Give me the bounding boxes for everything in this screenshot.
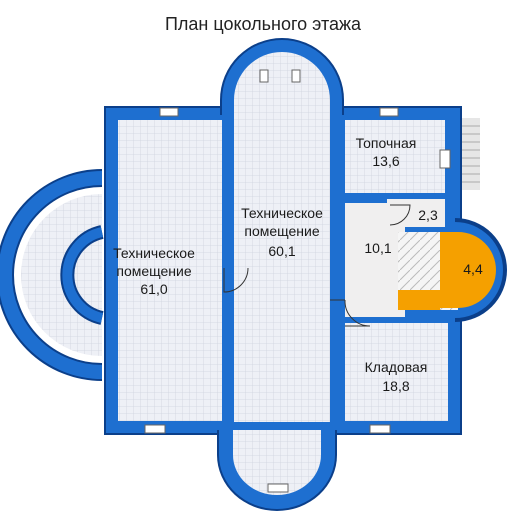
- plan-title: План цокольного этажа: [165, 14, 362, 34]
- room-storage-name: Кладовая: [365, 359, 428, 375]
- room-boiler-name: Топочная: [356, 135, 417, 151]
- room-storage-area: 18,8: [382, 378, 409, 394]
- room-tech-center-line2: помещение: [244, 223, 319, 239]
- room-tech-left-area: 61,0: [140, 281, 167, 297]
- bottom-apse: [217, 430, 337, 511]
- doors: [223, 204, 411, 327]
- room-storage-floor: [345, 323, 448, 421]
- room-hall-area: 10,1: [364, 240, 391, 256]
- room-tech-left-line2: помещение: [116, 263, 191, 279]
- room-boiler-floor: [345, 120, 445, 193]
- room-boiler-area: 13,6: [372, 153, 399, 169]
- room-hall-floor: [345, 203, 405, 317]
- windows: [144, 69, 451, 493]
- room-wc-area: 2,3: [418, 207, 438, 223]
- exterior-steps: [462, 118, 480, 190]
- room-tech-center-line1: Техническое: [241, 205, 323, 221]
- room-tech-left-line1: Техническое: [113, 245, 195, 261]
- stair-tower: [398, 218, 507, 322]
- room-tech-center-area: 60,1: [268, 243, 295, 259]
- room-tech-center-floor: [234, 52, 330, 422]
- room-stair-area: 4,4: [463, 261, 483, 277]
- left-bay: [0, 169, 104, 381]
